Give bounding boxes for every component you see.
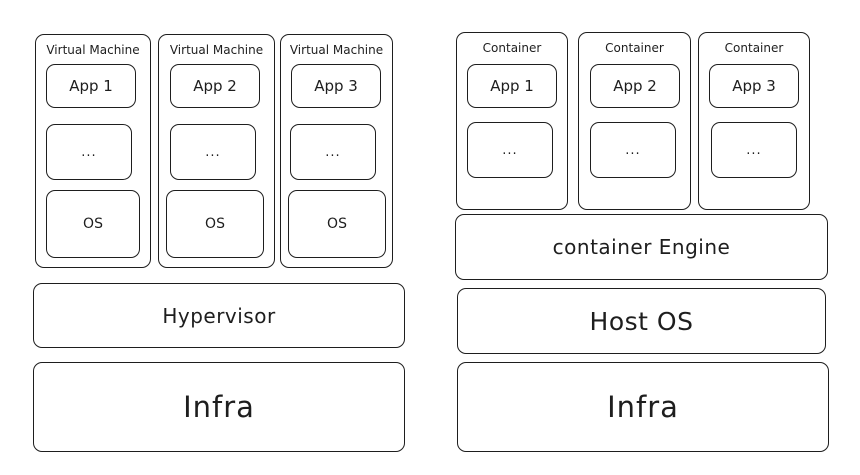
vm-3-os-box: OS	[288, 190, 386, 258]
vm-2-app-label: App 2	[193, 77, 237, 95]
hypervisor-layer: Hypervisor	[33, 283, 405, 348]
vm-1-os-label: OS	[83, 216, 103, 232]
vm-2-dots-label: ...	[205, 144, 221, 160]
vm-3-dots-box: ...	[290, 124, 376, 180]
virtual-machine-3-title: Virtual Machine	[289, 43, 384, 57]
container-1: Container	[456, 32, 568, 210]
vm-1-app-label: App 1	[69, 77, 113, 95]
container-1-dots-box: ...	[467, 122, 553, 178]
container-3-app-box: App 3	[709, 64, 799, 108]
container-3-title: Container	[724, 41, 784, 55]
container-2: Container	[578, 32, 691, 210]
vm-1-app-box: App 1	[46, 64, 136, 108]
container-2-dots-label: ...	[625, 142, 641, 158]
container-3-dots-box: ...	[711, 122, 797, 178]
host-os-label: Host OS	[589, 306, 694, 336]
vm-3-os-label: OS	[327, 216, 347, 232]
virtual-machine-2-title: Virtual Machine	[169, 43, 264, 57]
vm-1-dots-box: ...	[46, 124, 132, 180]
vm-1-os-box: OS	[46, 190, 140, 258]
vm-2-os-label: OS	[205, 216, 225, 232]
container-2-app-label: App 2	[613, 77, 657, 95]
vm-3-app-box: App 3	[291, 64, 381, 108]
container-1-dots-label: ...	[502, 142, 518, 158]
container-1-app-label: App 1	[490, 77, 534, 95]
vm-1-dots-label: ...	[81, 144, 97, 160]
vm-3-app-label: App 3	[314, 77, 358, 95]
host-os-layer: Host OS	[457, 288, 826, 354]
vm-infra-layer: Infra	[33, 362, 405, 452]
hypervisor-label: Hypervisor	[162, 303, 276, 328]
container-3-app-label: App 3	[732, 77, 776, 95]
vm-2-dots-box: ...	[170, 124, 256, 180]
vm-infra-label: Infra	[183, 390, 255, 424]
container-infra-layer: Infra	[457, 362, 829, 452]
container-2-title: Container	[605, 41, 664, 55]
container-1-title: Container	[482, 41, 542, 55]
container-2-app-box: App 2	[590, 64, 680, 108]
container-engine-layer: container Engine	[455, 214, 828, 280]
container-engine-label: container Engine	[552, 235, 731, 259]
container-3-dots-label: ...	[746, 142, 762, 158]
vm-2-os-box: OS	[166, 190, 264, 258]
virtual-machine-1-title: Virtual Machine	[46, 43, 140, 57]
vm-2-app-box: App 2	[170, 64, 260, 108]
container-2-dots-box: ...	[590, 122, 676, 178]
container-1-app-box: App 1	[467, 64, 557, 108]
vm-3-dots-label: ...	[325, 144, 341, 160]
container-infra-label: Infra	[607, 390, 679, 424]
container-3: Container	[698, 32, 810, 210]
